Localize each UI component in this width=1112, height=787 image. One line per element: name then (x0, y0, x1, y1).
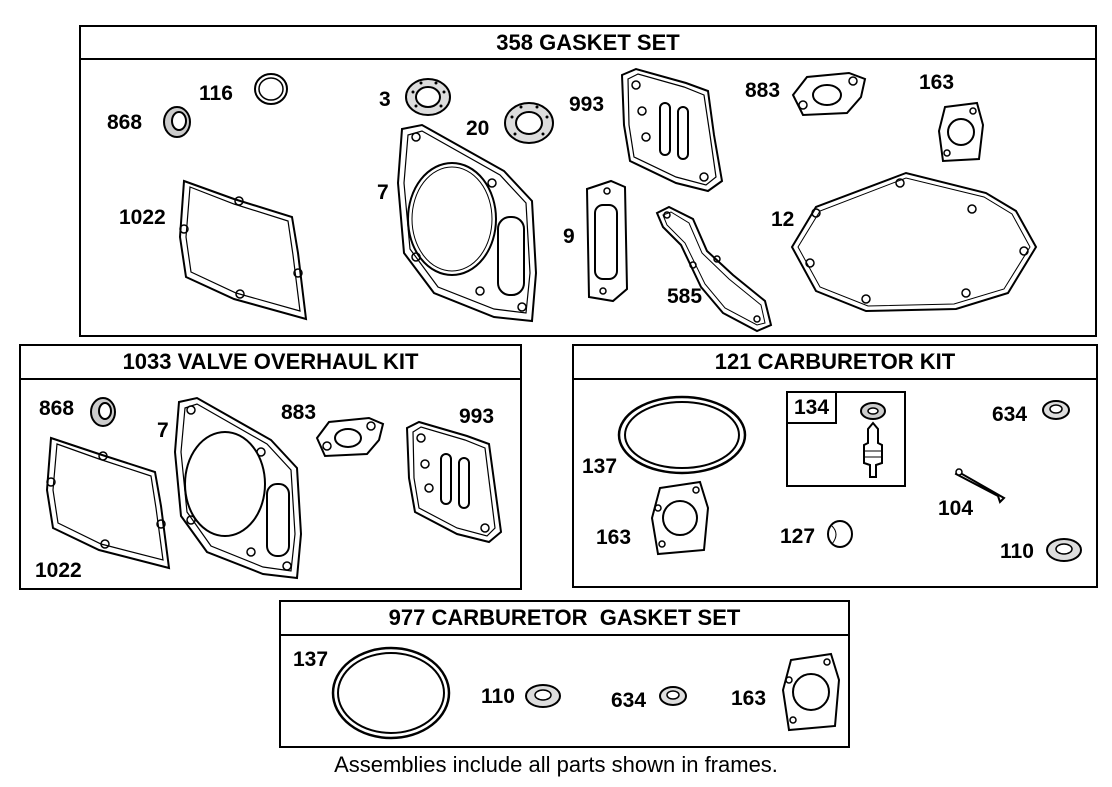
label-7: 7 (377, 181, 389, 204)
part-110-washer (1044, 536, 1084, 569)
label-110: 110 (1000, 540, 1034, 563)
part-9-gasket (581, 179, 631, 310)
label-134: 134 (788, 393, 838, 424)
frame-121-carburetor-kit: 121 CARBURETOR KIT 134 634 137 104 163 1… (572, 344, 1098, 588)
footer-note: Assemblies include all parts shown in fr… (334, 752, 778, 777)
label-993: 993 (569, 93, 605, 116)
part-127-plug (824, 518, 856, 555)
label-163: 163 (596, 526, 632, 549)
frame-title: 977 CARBURETOR GASKET SET (281, 602, 848, 636)
label-163: 163 (919, 71, 955, 94)
part-634-washer (657, 684, 689, 713)
label-116: 116 (199, 82, 233, 105)
frame-977-carburetor-gasket-set: 977 CARBURETOR GASKET SET 137 110 634 16… (279, 600, 850, 748)
frame-title: 1033 VALVE OVERHAUL KIT (21, 346, 520, 380)
label-868: 868 (107, 111, 143, 134)
label-1022: 1022 (119, 206, 166, 229)
label-868: 868 (39, 397, 75, 420)
label-883: 883 (745, 79, 781, 102)
part-163-gasket (937, 101, 985, 168)
part-868-seal (159, 102, 199, 147)
label-1022: 1022 (35, 559, 82, 582)
label-127: 127 (780, 525, 816, 548)
label-585: 585 (667, 285, 703, 308)
part-163-gasket (781, 650, 843, 737)
frame-358-gasket-set: 358 GASKET SET 116 868 3 20 993 883 163 … (79, 25, 1097, 337)
part-137-o-ring (614, 392, 750, 483)
part-993-gasket (616, 65, 726, 200)
label-634: 634 (992, 403, 1028, 426)
frame-title: 358 GASKET SET (81, 27, 1095, 60)
part-7-head-gasket (394, 123, 544, 330)
part-1022-gasket (41, 434, 181, 579)
part-116-o-ring (251, 69, 291, 114)
label-137: 137 (293, 648, 329, 671)
label-634: 634 (611, 689, 647, 712)
part-634-washer (1040, 398, 1072, 427)
label-110: 110 (481, 685, 515, 708)
part-883-intake-gasket (313, 412, 389, 465)
label-7: 7 (157, 419, 169, 442)
label-20: 20 (466, 117, 490, 140)
part-3-oil-seal (403, 75, 453, 124)
frame-1033-valve-overhaul-kit: 1033 VALVE OVERHAUL KIT 868 7 883 993 10… (19, 344, 522, 590)
label-12: 12 (771, 208, 795, 231)
part-883-intake-gasket (789, 67, 871, 124)
part-1022-gasket (174, 177, 316, 332)
part-104-pin (952, 468, 1008, 509)
part-585-gasket (653, 205, 775, 342)
part-12-crankcase-gasket (786, 167, 1042, 322)
label-3: 3 (379, 88, 391, 111)
frame-title: 121 CARBURETOR KIT (574, 346, 1096, 380)
part-137-o-ring (327, 642, 455, 749)
label-883: 883 (281, 401, 317, 424)
part-993-gasket (401, 418, 505, 551)
part-20-oil-seal (501, 99, 559, 152)
subframe-134: 134 (786, 391, 906, 487)
part-868-seal (87, 394, 121, 435)
label-163: 163 (731, 687, 767, 710)
part-110-washer (523, 682, 563, 715)
part-134-needle-seat (858, 401, 888, 486)
label-993: 993 (459, 405, 495, 428)
label-9: 9 (563, 225, 575, 248)
part-163-gasket (650, 478, 712, 561)
part-7-head-gasket (171, 396, 307, 587)
label-104: 104 (938, 497, 974, 520)
label-137: 137 (582, 455, 618, 478)
